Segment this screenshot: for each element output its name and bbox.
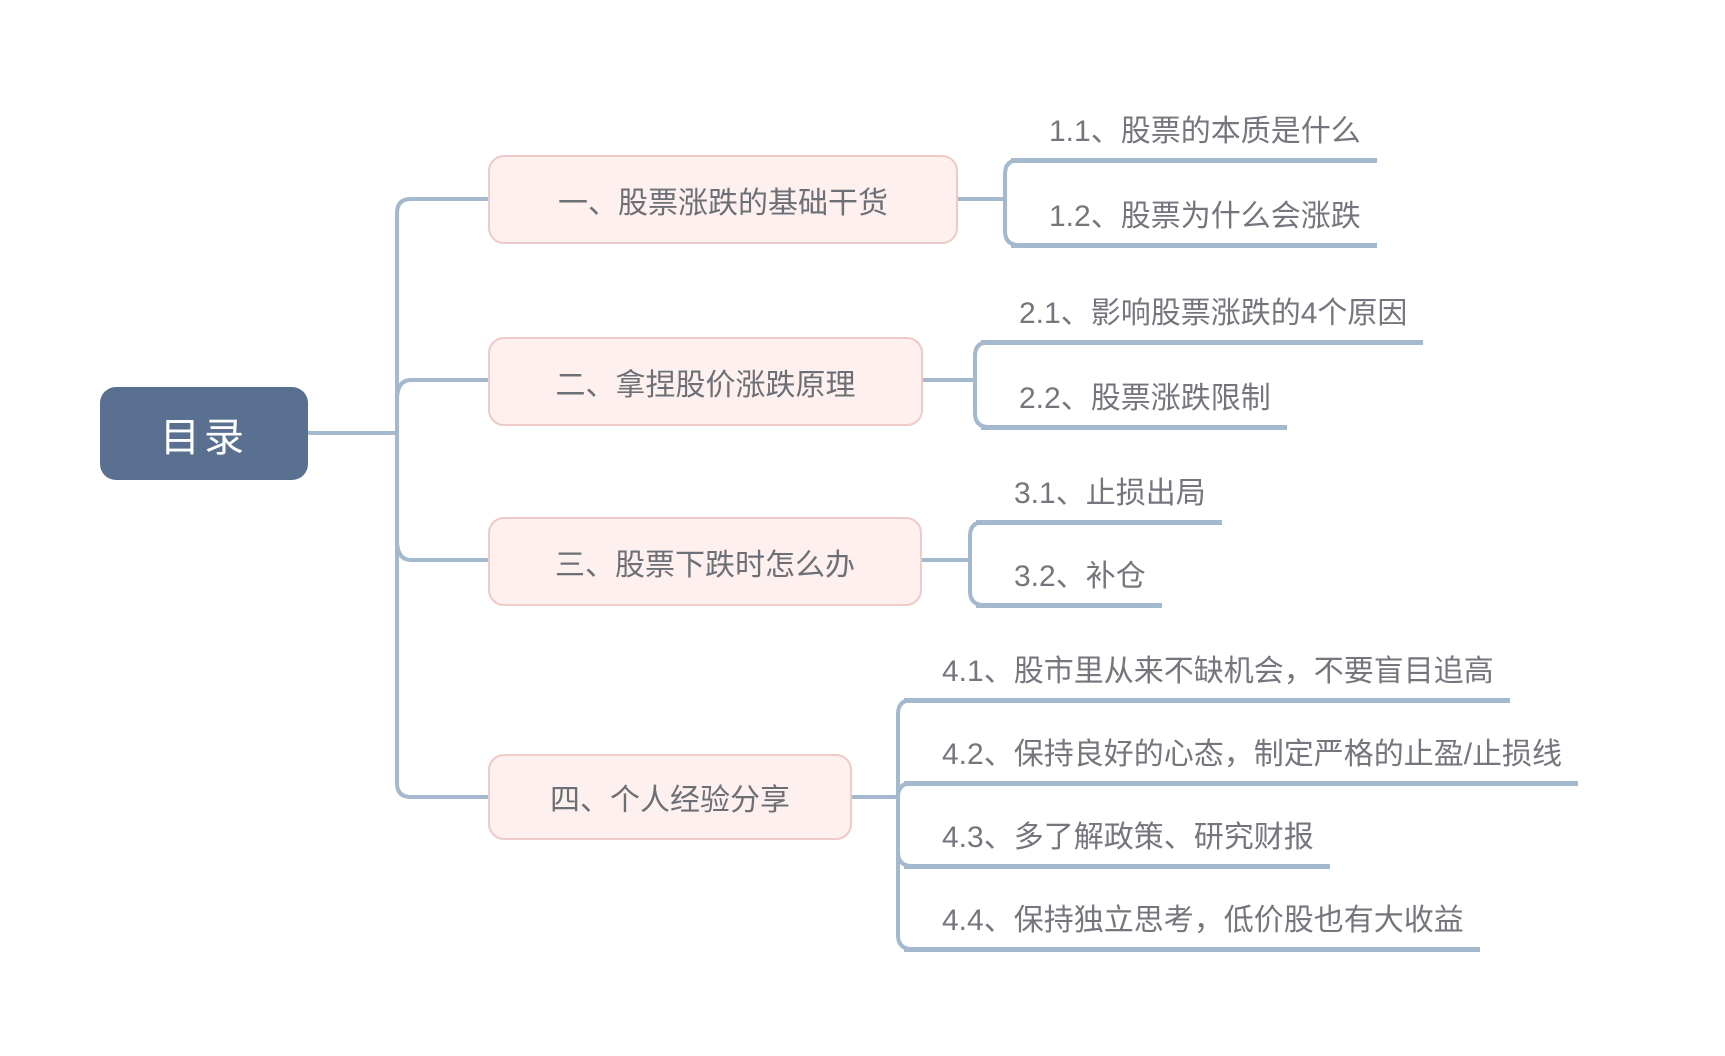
connector-branch2 [395, 378, 490, 402]
subtopic-1-1[interactable]: 1.1、股票的本质是什么 [1011, 115, 1377, 163]
connector-trunk [395, 197, 490, 799]
branch-topic-4[interactable]: 四、个人经验分享 [488, 754, 852, 840]
subtopic-2-1[interactable]: 2.1、影响股票涨跌的4个原因 [981, 297, 1424, 345]
connector-branch3 [395, 538, 490, 562]
subtopic-3-1[interactable]: 3.1、止损出局 [976, 477, 1222, 525]
subtopic-1-2[interactable]: 1.2、股票为什么会涨跌 [1011, 200, 1377, 248]
subtopic-4-3[interactable]: 4.3、多了解政策、研究财报 [904, 821, 1330, 869]
subtopic-2-2[interactable]: 2.2、股票涨跌限制 [981, 382, 1287, 430]
subtopic-3-2[interactable]: 3.2、补仓 [976, 560, 1162, 608]
branch-topic-3[interactable]: 三、股票下跌时怎么办 [488, 517, 922, 606]
subtopic-4-4[interactable]: 4.4、保持独立思考，低价股也有大收益 [904, 904, 1480, 952]
root-topic[interactable]: 目录 [100, 387, 308, 480]
subtopic-4-2[interactable]: 4.2、保持良好的心态，制定严格的止盈/止损线 [904, 738, 1579, 786]
branch-topic-2[interactable]: 二、拿捏股价涨跌原理 [488, 337, 923, 426]
branch-topic-1[interactable]: 一、股票涨跌的基础干货 [488, 155, 958, 244]
subtopic-4-1[interactable]: 4.1、股市里从来不缺机会，不要盲目追高 [904, 655, 1510, 703]
